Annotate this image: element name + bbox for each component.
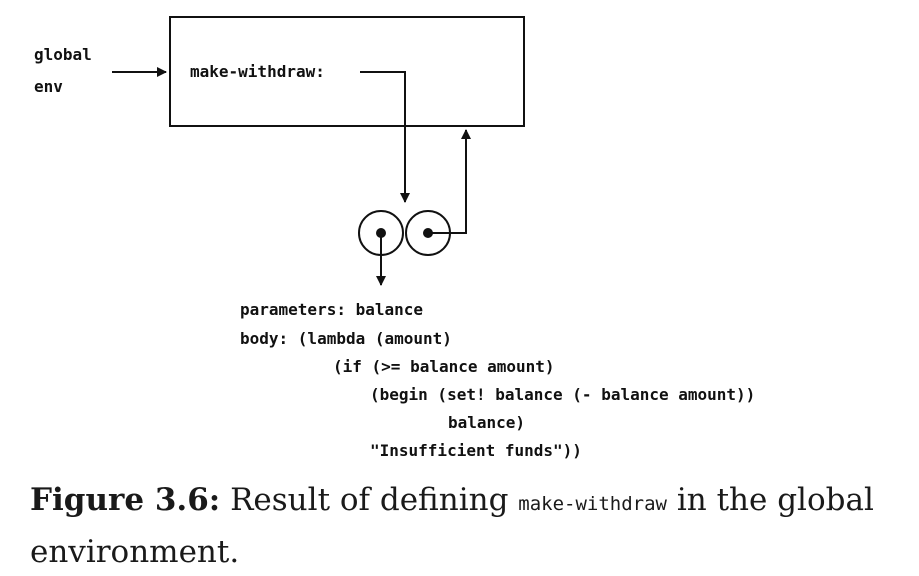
figure-label: Figure 3.6: (30, 482, 221, 518)
binding-pointer-arrow (360, 71, 410, 203)
procedure-body-line-2: (if (>= balance amount) (333, 357, 555, 376)
procedure-body-line-4: balance) (448, 413, 525, 432)
caption-code: make-withdraw (518, 493, 667, 515)
global-env-label-line1: global (34, 45, 92, 64)
global-frame-box (169, 16, 525, 127)
procedure-env-pointer-arrow (428, 129, 471, 234)
figure-caption: Figure 3.6: Result of defining make-with… (30, 476, 890, 576)
procedure-body-line-1: body: (lambda (amount) (240, 329, 452, 348)
procedure-parameters: parameters: balance (240, 300, 423, 319)
frame-binding-name: make-withdraw: (190, 62, 325, 81)
caption-text-before: Result of defining (220, 482, 519, 518)
global-env-label-line2: env (34, 77, 63, 96)
procedure-body-line-3: (begin (set! balance (- balance amount)) (370, 385, 755, 404)
procedure-body-line-5: "Insufficient funds")) (370, 441, 582, 460)
environment-diagram: global env make-withdraw: parameters: ba… (34, 16, 755, 460)
